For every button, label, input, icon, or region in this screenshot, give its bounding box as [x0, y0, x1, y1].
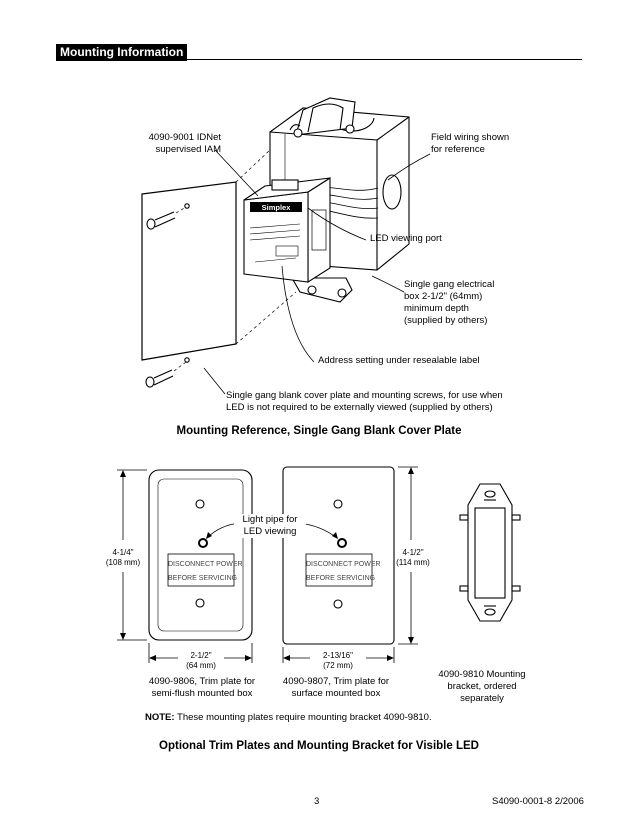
mounting-screws — [145, 211, 176, 388]
trim1-label: 4090-9806, Trim plate for semi-flush mou… — [148, 676, 256, 699]
callout-iam: 4090-9001 IDNet supervised IAM — [148, 132, 221, 155]
plate1-label-line1: DISCONNECT POWER — [168, 561, 243, 568]
note: NOTE: These mounting plates require moun… — [145, 712, 432, 724]
dim-right-height: 4-1/2" — [402, 548, 424, 557]
bracket-label: 4090-9810 Mounting bracket, ordered sepa… — [438, 669, 526, 704]
dim-left-width: 2-1/2" — [190, 651, 212, 660]
section-title: Mounting Information — [56, 44, 188, 61]
callout-field-wiring: Field wiring shown for reference — [431, 132, 510, 155]
projection-lines — [173, 149, 297, 372]
dim-left-height: 4-1/4" — [112, 548, 134, 557]
arrowheads — [120, 467, 414, 661]
callout-address: Address setting under resealable label — [318, 355, 480, 366]
note-text: These mounting plates require mounting b… — [174, 712, 432, 723]
callout-led-port: LED viewing port — [370, 233, 442, 244]
dim-right-height-mm: (114 mm) — [396, 558, 430, 567]
plate2-label-line2: BEFORE SERVICING — [306, 575, 376, 582]
dim-left-width-mm: (64 mm) — [186, 661, 216, 670]
blank-cover-plate — [141, 181, 237, 363]
simplex-logo — [250, 202, 302, 212]
doc-id: S4090-0001-8 2/2006 — [492, 796, 584, 807]
trim-plate-9807 — [282, 466, 395, 645]
box-top-tab — [289, 97, 356, 138]
callout-light-pipe: Light pipe for LED viewing — [234, 514, 306, 538]
plate2-label-line1: DISCONNECT POWER — [306, 561, 381, 568]
dim-right-width-mm: (72 mm) — [323, 661, 353, 670]
note-prefix: NOTE: — [145, 712, 175, 723]
trim-plate-9806 — [148, 469, 253, 641]
figure1-caption: Mounting Reference, Single Gang Blank Co… — [176, 425, 462, 437]
dim-right-width: 2-13/16" — [323, 651, 353, 660]
leader-lines — [203, 149, 431, 395]
iam-module — [243, 176, 331, 284]
box-bottom-tab — [291, 277, 353, 303]
trim2-label: 4090-9807, Trim plate for surface mounte… — [282, 676, 390, 699]
plate1-label-line2: BEFORE SERVICING — [168, 575, 238, 582]
figure2-caption: Optional Trim Plates and Mounting Bracke… — [159, 740, 479, 752]
callout-box: Single gang electrical box 2-1/2" (64mm)… — [404, 279, 495, 326]
header-rule — [56, 59, 582, 60]
dimension-lines — [117, 466, 418, 663]
simplex-logo-text: Simplex — [262, 203, 292, 212]
page-number: 3 — [314, 796, 320, 807]
mounting-bracket-9810 — [459, 483, 521, 622]
dim-left-height-mm: (108 mm) — [105, 558, 141, 567]
callout-cover: Single gang blank cover plate and mounti… — [226, 390, 503, 413]
